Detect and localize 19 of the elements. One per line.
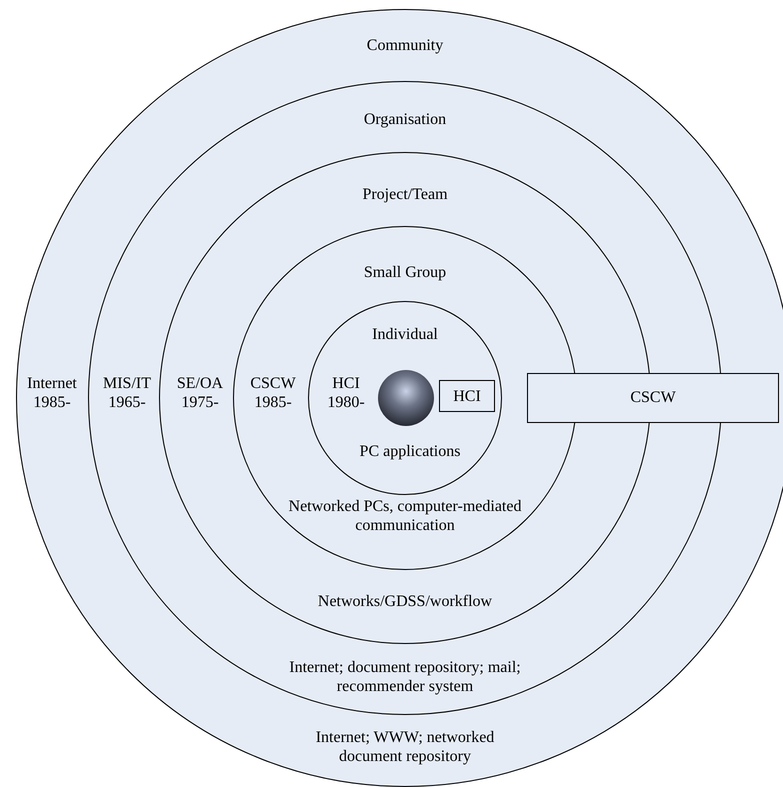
era-label: MIS/IT 1965- (102, 374, 152, 412)
technology-label: Networked PCs, computer-mediated communication (288, 497, 522, 535)
technology-label: PC applications (358, 442, 462, 461)
ring-title: Individual (371, 325, 439, 344)
label-box (439, 380, 495, 412)
technology-label: Networks/GDSS/workflow (316, 592, 494, 611)
ring-title: Project/Team (361, 185, 449, 204)
ring-title: Small Group (362, 263, 448, 282)
label-box (527, 373, 779, 423)
technology-label: Internet; document repository; mail; recommender system (288, 658, 522, 696)
era-label: Internet 1985- (26, 374, 78, 412)
box-label: CSCW (629, 388, 677, 407)
technology-label: Internet; WWW; networked document repository (314, 728, 496, 766)
ring-title: Community (366, 36, 444, 55)
era-label: SE/OA 1975- (176, 374, 224, 412)
era-label: CSCW 1985- (249, 374, 297, 412)
box-label: HCI (452, 387, 482, 406)
ring-title: Organisation (362, 110, 448, 129)
era-label: HCI 1980- (326, 374, 366, 412)
